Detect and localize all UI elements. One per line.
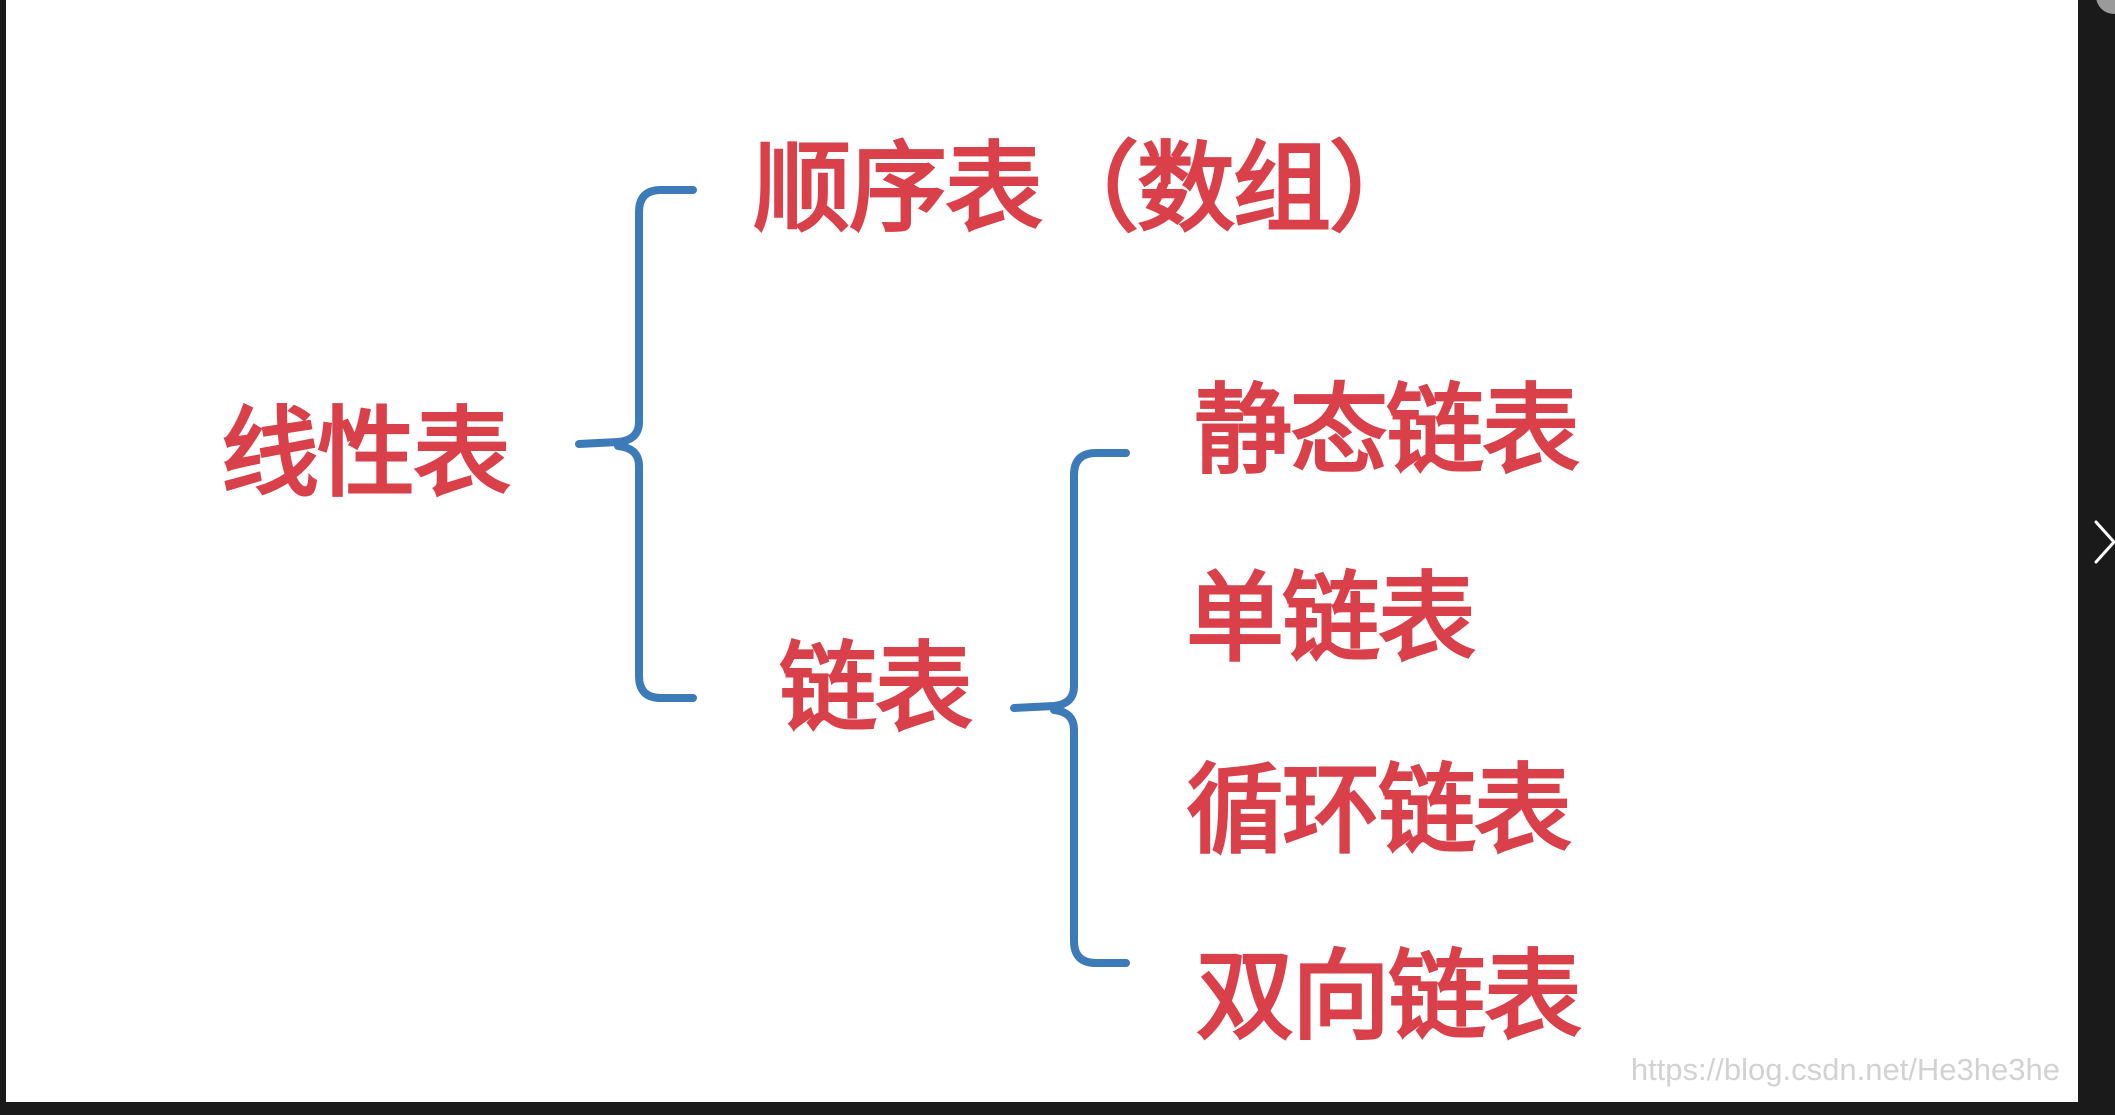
bracket-root <box>575 186 697 702</box>
node-circular-linked-list: 循环链表 <box>1186 754 1572 868</box>
bracket-linked <box>1010 449 1130 967</box>
node-doubly-linked-list: 双向链表 <box>1196 940 1582 1054</box>
circle-icon[interactable] <box>2096 0 2115 14</box>
node-static-linked-list: 静态链表 <box>1194 374 1580 488</box>
node-linear-list: 线性表 <box>221 397 511 511</box>
node-singly-linked-list: 单链表 <box>1186 562 1476 676</box>
slide: 线性表 顺序表（数组） 链表 静态链表 单链表 循环链表 双向链表 https:… <box>6 0 2078 1102</box>
bracket-lines <box>575 186 1130 967</box>
node-linked-list: 链表 <box>779 632 973 746</box>
node-sequential-list: 顺序表（数组） <box>753 132 1427 246</box>
watermark: https://blog.csdn.net/He3he3he <box>1630 1052 2060 1087</box>
chevron-right-icon[interactable] <box>2090 510 2115 574</box>
